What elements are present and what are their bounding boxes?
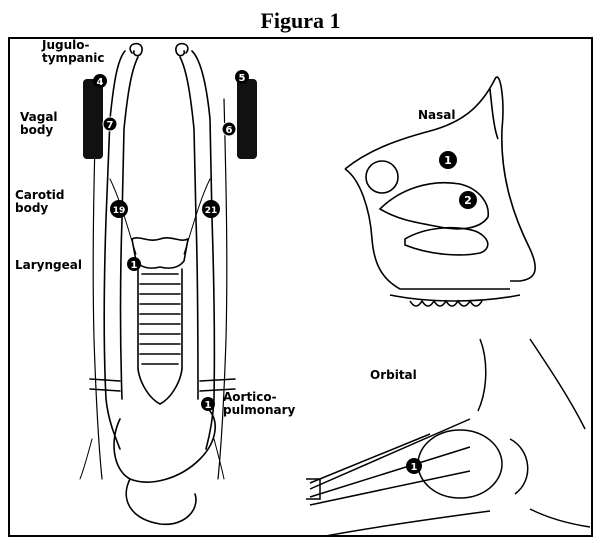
right-carotid-artery <box>176 44 215 449</box>
marker-carotid-left: 19 <box>113 206 126 216</box>
marker-nasal-2: 2 <box>464 194 472 207</box>
anatomy-illustration: 4 5 7 6 19 21 1 1 1 2 1 <box>10 39 593 537</box>
label-laryngeal: Laryngeal <box>15 259 82 272</box>
jugular-veins <box>93 99 227 479</box>
label-vagal-body: Vagal body <box>20 111 58 137</box>
label-aorticopulmonary: Aortico- pulmonary <box>223 391 295 417</box>
label-nasal: Nasal <box>418 109 456 122</box>
figure-title: Figura 1 <box>0 8 601 34</box>
right-vagal-body <box>237 79 257 159</box>
label-carotid-body: Carotid body <box>15 189 65 215</box>
label-orbital: Orbital <box>370 369 417 382</box>
marker-vagal-left: 7 <box>107 120 114 131</box>
label-jugulotympanic: Jugulo- tympanic <box>42 39 105 65</box>
marker-vagal-right: 6 <box>226 125 233 136</box>
left-carotid-artery <box>104 44 142 449</box>
marker-orbital: 1 <box>411 462 418 473</box>
marker-aortic: 1 <box>205 400 212 411</box>
vagus-branches <box>80 179 224 479</box>
marker-jug-left: 4 <box>97 77 104 88</box>
left-vagal-body <box>83 79 103 159</box>
orbit-illustration <box>306 339 590 537</box>
marker-carotid-right: 21 <box>205 206 218 216</box>
figure-frame: 4 5 7 6 19 21 1 1 1 2 1 Jugulo- tympanic… <box>8 37 593 537</box>
marker-nasal-1: 1 <box>444 154 452 167</box>
marker-laryngeal: 1 <box>131 260 138 271</box>
marker-jug-right: 5 <box>239 73 246 84</box>
